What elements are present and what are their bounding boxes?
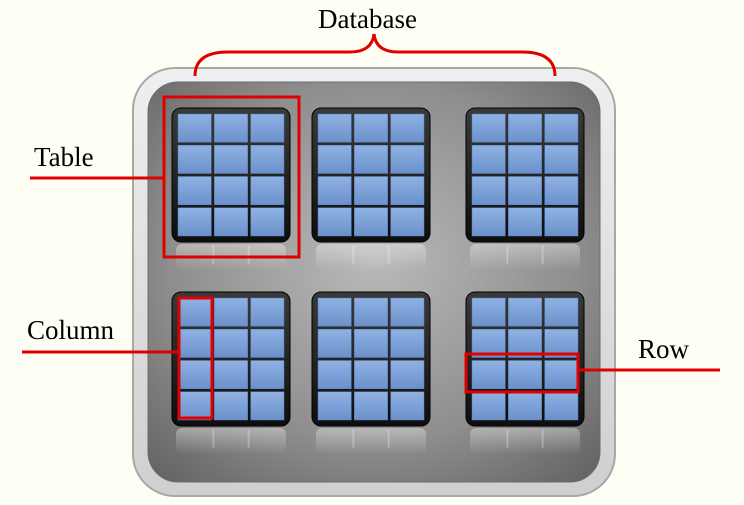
table-cell	[390, 176, 425, 205]
table-cell	[317, 297, 352, 327]
table-3	[465, 107, 585, 270]
table-cell	[471, 297, 506, 327]
table-cell	[508, 113, 542, 143]
table-cell	[390, 145, 425, 174]
table-cell	[214, 113, 248, 143]
table-cell	[250, 207, 285, 237]
table-cell	[177, 329, 212, 358]
table-cell	[250, 391, 285, 421]
table-cell	[250, 145, 285, 174]
table-cell	[471, 113, 506, 143]
table-cell	[390, 391, 425, 421]
table-1	[171, 107, 291, 270]
table-cell	[317, 176, 352, 205]
table-cell	[214, 145, 248, 174]
table-reflection	[470, 428, 580, 454]
table-cell	[177, 145, 212, 174]
table-reflection	[176, 428, 286, 454]
table-cell	[354, 297, 388, 327]
table-cell	[250, 329, 285, 358]
table-cell	[354, 391, 388, 421]
table-cell	[544, 297, 579, 327]
table-cell	[317, 360, 352, 389]
table-cell	[250, 360, 285, 389]
table-cell	[354, 176, 388, 205]
table-cell	[317, 391, 352, 421]
table-2	[311, 107, 431, 270]
table-5	[311, 291, 431, 454]
table-cell	[250, 176, 285, 205]
table-cell	[354, 329, 388, 358]
table-cell	[177, 360, 212, 389]
table-cell	[390, 113, 425, 143]
table-cell	[250, 297, 285, 327]
table-cell	[508, 176, 542, 205]
table-cell	[390, 329, 425, 358]
table-cell	[471, 391, 506, 421]
table-cell	[508, 297, 542, 327]
row-highlight-box	[464, 352, 580, 394]
database-brace	[193, 33, 557, 77]
table-cell	[214, 329, 248, 358]
table-cell	[390, 297, 425, 327]
table-cell	[354, 207, 388, 237]
table-cell	[214, 207, 248, 237]
table-cell	[508, 391, 542, 421]
table-cell	[317, 329, 352, 358]
column-highlight-box	[177, 296, 214, 420]
table-cell	[354, 145, 388, 174]
table-cell	[354, 113, 388, 143]
table-cell	[214, 360, 248, 389]
table-cell	[214, 176, 248, 205]
table-cell	[508, 360, 542, 389]
column-label: Column	[27, 315, 115, 345]
table-reflection	[470, 244, 580, 270]
table-reflection	[316, 428, 426, 454]
table-cell	[317, 207, 352, 237]
table-4	[171, 291, 291, 454]
table-cell	[390, 207, 425, 237]
table-cell	[544, 145, 579, 174]
table-reflection	[316, 244, 426, 270]
table-cell	[544, 391, 579, 421]
table-cell	[250, 113, 285, 143]
database-label: Database	[318, 4, 417, 34]
table-cell	[214, 297, 248, 327]
table-cell	[214, 391, 248, 421]
table-6	[465, 291, 585, 454]
table-cell	[471, 145, 506, 174]
table-cell	[317, 113, 352, 143]
table-cell	[177, 113, 212, 143]
table-cell	[177, 207, 212, 237]
table-cell	[317, 145, 352, 174]
table-cell	[471, 207, 506, 237]
table-cell	[354, 360, 388, 389]
table-cell	[508, 145, 542, 174]
table-cell	[544, 176, 579, 205]
row-label: Row	[638, 334, 690, 364]
table-cell	[390, 360, 425, 389]
table-cell	[544, 113, 579, 143]
table-cell	[177, 391, 212, 421]
table-cell	[544, 360, 579, 389]
table-cell	[471, 176, 506, 205]
table-cell	[177, 176, 212, 205]
table-label: Table	[34, 142, 94, 172]
table-cell	[508, 207, 542, 237]
table-cell	[544, 207, 579, 237]
table-cell	[177, 297, 212, 327]
table-cell	[471, 360, 506, 389]
